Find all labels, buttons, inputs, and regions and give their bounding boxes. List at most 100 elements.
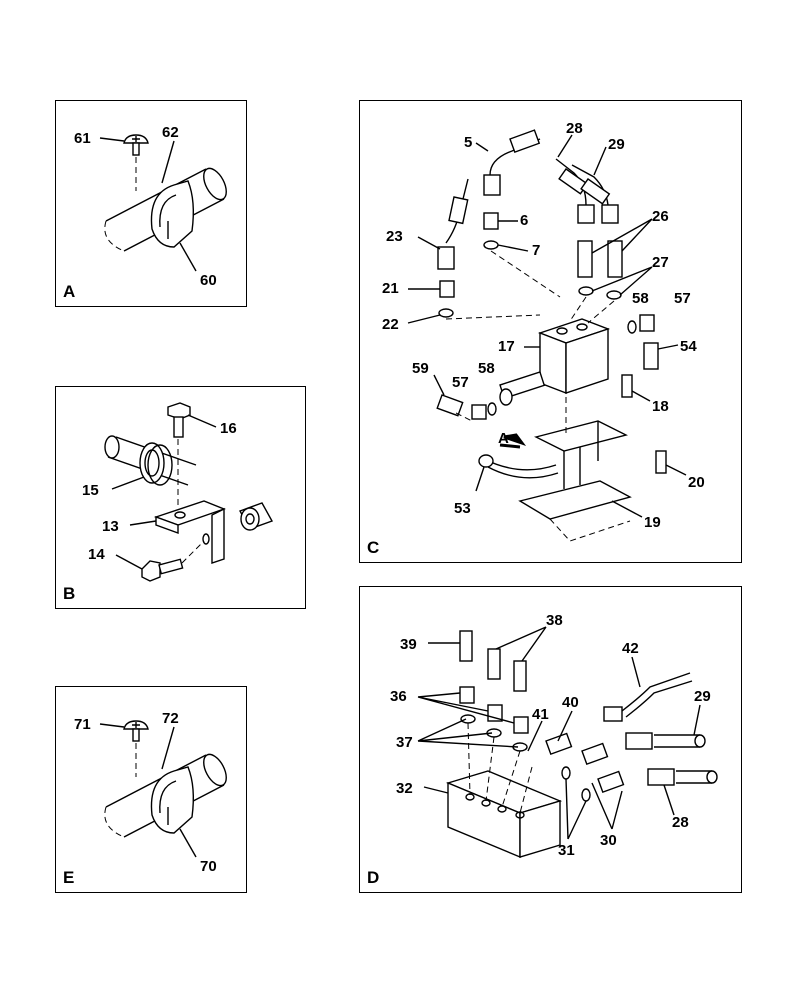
hose-42-fitting [603,706,623,722]
callout-21: 21 [382,280,399,297]
callout-6: 6 [520,212,528,229]
bracket-edge [155,516,179,534]
mount-top [534,420,628,452]
bolt-14-axis [181,540,205,564]
callout-27: 27 [652,254,669,271]
clamp-ring-back [147,444,173,486]
hose-29 [654,734,700,748]
leader-27 [591,266,653,296]
hose-28-fitting [647,768,675,786]
callout-31: 31 [558,842,575,859]
clamp-ring [139,442,165,484]
hose-29-end [694,734,706,748]
callout-39: 39 [400,636,417,653]
leader-54 [657,344,679,350]
callout-60: 60 [200,272,217,289]
leader-28 [557,134,573,158]
bolt-shank [173,416,184,438]
adapter-21 [439,280,455,298]
leader-7 [497,244,529,252]
leader-38 [495,626,547,662]
oring-27b [606,290,622,300]
callout-20: 20 [688,474,705,491]
leader-16 [187,414,217,428]
callout-22: 22 [382,316,399,333]
hose-29-ferrule [580,178,611,205]
leader-20 [665,464,687,476]
leader-18 [631,390,651,402]
panel-label: E [63,868,75,887]
leader-41 [527,720,543,752]
hose-5 [489,138,541,176]
hose-53-end [478,454,494,468]
plug-38b [513,660,527,692]
bolt-head [167,402,191,420]
bolt-14-shank [158,558,184,575]
callout-17: 17 [498,338,515,355]
leader-70 [179,828,197,858]
leader-62 [161,140,175,184]
screw-shank [132,728,140,742]
panel-label: C [367,538,380,557]
pipe-hidden-end [104,220,125,252]
callout-71: 71 [74,716,91,733]
block-port-3 [497,805,507,813]
callout-58-left: 58 [478,360,495,377]
hose-42 [621,672,693,718]
callout-29: 29 [694,688,711,705]
oring-58a [627,320,637,334]
pipe-hidden-end [104,806,125,838]
mount-hidden [549,397,631,542]
callout-19: 19 [644,514,661,531]
oring-27a [578,286,594,296]
callout-42: 42 [622,640,639,657]
callout-14: 14 [88,546,105,563]
leader-13 [129,520,157,526]
oring-37a [460,714,476,724]
oring-31a [561,766,571,780]
leader-32 [423,786,449,794]
callout-58-right: 58 [632,290,649,307]
hose-28-fitting [577,204,595,224]
hose-53 [483,458,559,479]
oring-7 [483,240,499,250]
elbow-40b [581,742,609,766]
callout-37: 37 [396,734,413,751]
callout-26: 26 [652,208,669,225]
adapter-36a [459,686,475,704]
callout-32: 32 [396,780,413,797]
valve-port-2 [576,323,588,331]
callout-59: 59 [412,360,429,377]
leader-42 [631,656,641,688]
leader-40 [557,710,573,742]
bracket-hole-side [202,533,210,545]
leader-29 [593,146,607,176]
leader-53 [475,466,485,492]
callout-30: 30 [600,832,617,849]
panel-c: A 5 28 29 6 26 23 7 27 21 58 57 22 17 54 [359,100,742,563]
callout-16: 16 [220,420,237,437]
valve-spool-end [499,388,513,406]
leader-71 [99,723,125,728]
callout-38: 38 [546,612,563,629]
valve-side [565,328,609,394]
callout-28: 28 [672,814,689,831]
clamp-body [150,180,195,248]
spacer-end [240,507,260,531]
callout-53: 53 [454,500,471,517]
hose-23-fitting [437,246,455,270]
callout-72: 72 [162,710,179,727]
pipe-end [203,167,227,201]
screw-shank [132,142,140,156]
callout-29: 29 [608,136,625,153]
panel-a-drawing: 61 62 60 [74,124,227,289]
callout-57-left: 57 [452,374,469,391]
panel-label: A [63,282,76,301]
fitting-54 [643,342,659,370]
oring-22 [438,308,454,318]
block-side [519,800,561,858]
adapter-36c [513,716,529,734]
spacer-bore [245,513,255,525]
hose-5-ferrule [509,129,541,154]
leader-36 [417,692,515,724]
